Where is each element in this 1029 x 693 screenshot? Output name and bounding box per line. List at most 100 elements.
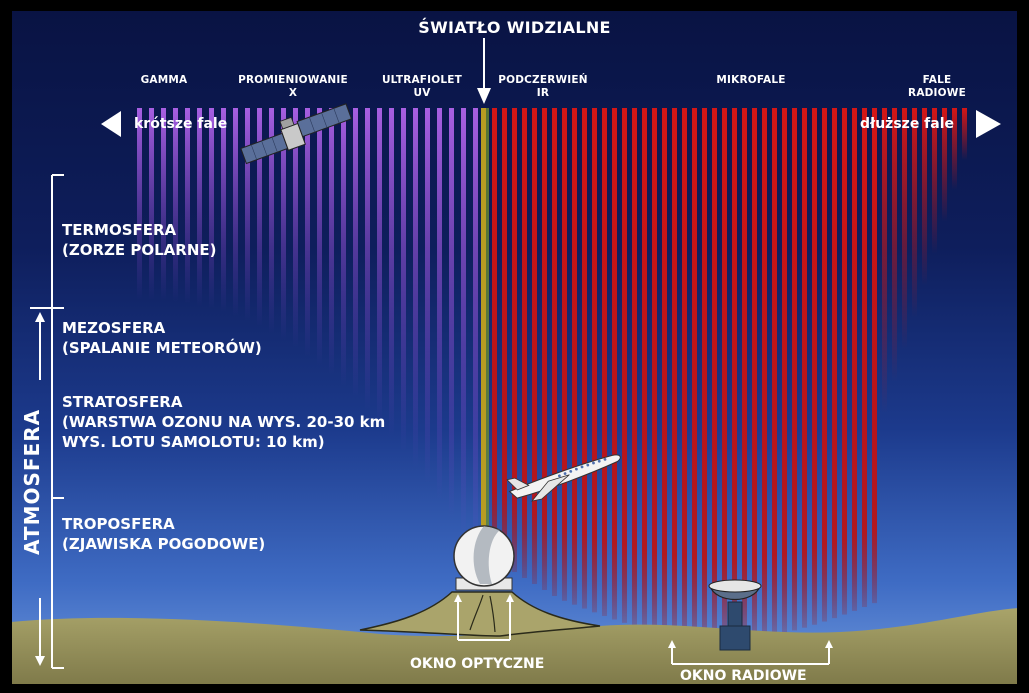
uv-stripe-4 — [185, 108, 190, 304]
longer-waves-arrow-icon — [976, 110, 1001, 138]
band-label-uv-line1: ULTRAFIOLET — [381, 74, 463, 86]
mound-lines — [469, 594, 496, 633]
uv-stripe-24 — [425, 108, 430, 485]
ir-stripe-14 — [632, 108, 637, 626]
spectrum-stripes — [137, 108, 967, 640]
ir-stripe-2 — [512, 108, 517, 572]
radio-window-label: OKNO RADIOWE — [680, 668, 807, 684]
layer-troposphere-name: TROPOSFERA — [62, 515, 175, 533]
uv-stripe-23 — [413, 108, 418, 468]
ir-stripe-18 — [672, 108, 677, 636]
ir-stripe-17 — [662, 108, 667, 634]
uv-stripe-26 — [449, 108, 454, 520]
ir-stripe-45 — [942, 108, 947, 222]
atmosphere-scale — [30, 174, 64, 669]
band-label-xray-line2: X — [288, 87, 298, 99]
uv-stripe-18 — [353, 108, 358, 398]
ir-stripe-25 — [742, 108, 747, 640]
layer-mesosphere: MEZOSFERA (SPALANIE METEORÓW) — [62, 318, 262, 358]
shorter-waves-arrow-icon — [101, 111, 121, 137]
shorter-waves-label: krótsze fale — [134, 116, 228, 132]
ir-stripe-44 — [932, 108, 937, 254]
layer-mesosphere-name: MEZOSFERA — [62, 319, 166, 337]
band-label-ir-line2: IR — [536, 87, 550, 99]
ir-stripe-41 — [902, 108, 907, 350]
ir-stripe-34 — [832, 108, 837, 619]
ir-stripe-32 — [812, 108, 817, 625]
visible-light-arrow-head — [477, 88, 491, 104]
ir-stripe-9 — [582, 108, 587, 609]
ir-stripe-19 — [682, 108, 687, 638]
uv-stripe-25 — [437, 108, 442, 502]
optical-window-left-head — [454, 594, 462, 602]
uv-stripe-5 — [197, 108, 202, 306]
band-label-microwave: MIKROFALE — [686, 74, 816, 87]
ir-stripe-36 — [852, 108, 857, 611]
ir-stripe-26 — [752, 108, 757, 639]
ir-stripe-22 — [712, 108, 717, 640]
uv-stripe-1 — [149, 108, 154, 301]
uv-stripe-7 — [221, 108, 226, 313]
scale-down-arrow-icon — [35, 656, 45, 666]
ir-stripe-10 — [592, 108, 597, 613]
ir-stripe-24 — [732, 108, 737, 640]
ir-stripe-6 — [552, 108, 557, 596]
uv-stripe-21 — [389, 108, 394, 438]
layer-thermosphere: TERMOSFERA (ZORZE POLARNE) — [62, 220, 217, 260]
uv-stripe-17 — [341, 108, 346, 387]
ir-stripe-0 — [492, 108, 497, 560]
ir-stripe-38 — [872, 108, 877, 604]
band-label-radio-line1: FALE — [922, 74, 952, 86]
uv-stripe-0 — [137, 108, 142, 300]
uv-stripe-19 — [365, 108, 370, 411]
layer-stratosphere-name: STRATOSFERA — [62, 393, 183, 411]
ir-stripe-42 — [912, 108, 917, 318]
uv-stripe-28 — [473, 108, 478, 559]
visible-light-line — [481, 108, 486, 548]
band-label-radio-line2: RADIOWE — [908, 87, 966, 99]
ir-stripe-43 — [922, 108, 927, 286]
satellite-icon — [240, 103, 353, 165]
scale-up-arrow-icon — [35, 312, 45, 322]
ir-stripe-16 — [652, 108, 657, 632]
ir-stripe-7 — [562, 108, 567, 601]
ir-stripe-15 — [642, 108, 647, 629]
frame — [10, 9, 1019, 686]
longer-waves-label: dłuższe fale — [860, 116, 955, 132]
ir-stripe-30 — [792, 108, 797, 631]
ground — [11, 608, 1018, 685]
ir-stripe-11 — [602, 108, 607, 617]
optical-window-label: OKNO OPTYCZNE — [410, 656, 545, 672]
ir-stripe-39 — [882, 108, 887, 414]
band-label-ir-line1: PODCZERWIEŃ — [498, 74, 588, 86]
visible-light-line-edge — [486, 108, 489, 548]
uv-stripe-10 — [257, 108, 262, 327]
uv-stripe-16 — [329, 108, 334, 376]
layer-thermosphere-name: TERMOSFERA — [62, 221, 177, 239]
uv-stripe-11 — [269, 108, 274, 334]
band-label-uv-line2: UV — [413, 87, 431, 99]
uv-stripe-20 — [377, 108, 382, 424]
layer-mesosphere-note: (SPALANIE METEORÓW) — [62, 339, 262, 357]
uv-stripe-14 — [305, 108, 310, 357]
observatory-mound — [359, 591, 601, 637]
layer-thermosphere-note: (ZORZE POLARNE) — [62, 241, 217, 259]
atmosphere-label: ATMOSFERA — [20, 408, 44, 555]
uv-stripe-2 — [161, 108, 166, 301]
band-label-ir: PODCZERWIEŃ IR — [478, 74, 608, 100]
uv-stripe-8 — [233, 108, 238, 317]
uv-stripe-6 — [209, 108, 214, 309]
ir-stripe-23 — [722, 108, 727, 640]
uv-stripe-12 — [281, 108, 286, 341]
radio-window-left-head — [668, 640, 676, 648]
ir-stripe-35 — [842, 108, 847, 615]
layer-troposphere: TROPOSFERA (ZJAWISKA POGODOWE) — [62, 514, 265, 554]
band-label-xray-line1: PROMIENIOWANIE — [238, 74, 348, 86]
dome-slit — [473, 526, 500, 584]
ir-stripe-3 — [522, 108, 527, 578]
ir-stripe-46 — [952, 108, 957, 190]
band-label-microwave-text: MIKROFALE — [716, 74, 786, 86]
band-label-uv: ULTRAFIOLET UV — [357, 74, 487, 100]
